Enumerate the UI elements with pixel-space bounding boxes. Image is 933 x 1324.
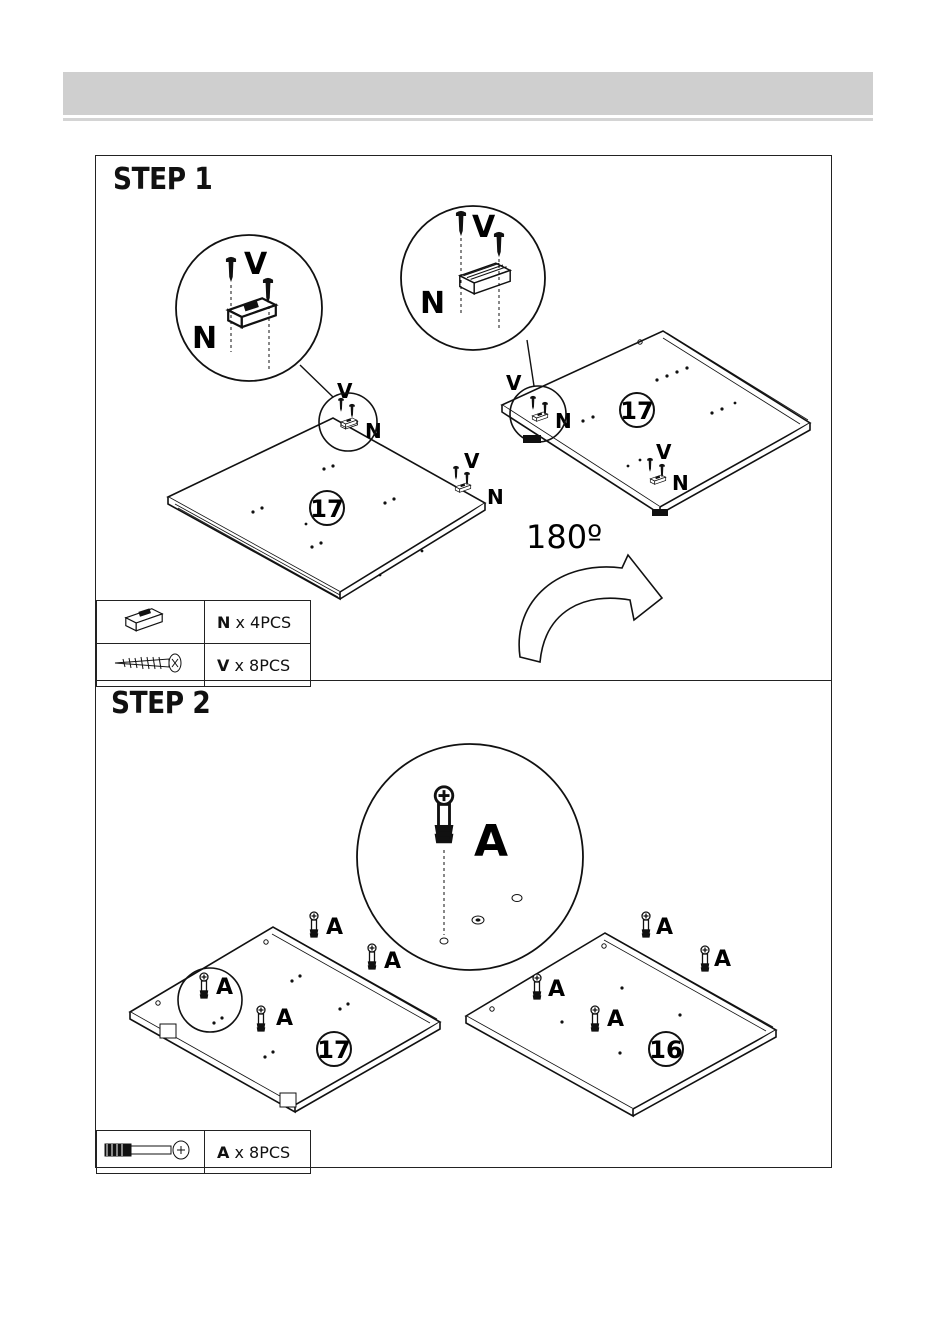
label-v: V [656, 440, 672, 464]
part-letter-v: V [217, 656, 229, 675]
parts-list-step1: N x 4PCS V x 8PCS [96, 600, 311, 687]
label-n: N [487, 485, 504, 509]
label-a: A [384, 949, 401, 974]
label-a: A [276, 1006, 293, 1031]
part-number-17-step2: 17 [317, 1036, 350, 1064]
part-number-17-right: 17 [620, 397, 653, 425]
part-number-17-left: 17 [310, 495, 343, 523]
label-n: N [365, 419, 382, 443]
parts-list-step2: A x 8PCS [96, 1130, 311, 1174]
label-a: A [216, 975, 233, 1000]
label-a-large: A [474, 816, 508, 867]
label-v: V [506, 371, 522, 395]
label-n-large: N [420, 286, 445, 321]
rotation-label: 180º [526, 518, 602, 556]
part-qty-v: x 8PCS [234, 656, 290, 675]
parts-row-bolt: A x 8PCS [97, 1131, 311, 1174]
label-a: A [714, 947, 731, 972]
label-v-large: V [472, 210, 496, 245]
label-a: A [326, 915, 343, 940]
parts-row-magnet: N x 4PCS [97, 601, 311, 644]
label-a: A [548, 977, 565, 1002]
detail-callout-bolt [357, 744, 583, 970]
screw-icon [97, 644, 205, 687]
label-n: N [555, 409, 572, 433]
label-v-large: V [244, 247, 268, 282]
label-a: A [607, 1007, 624, 1032]
label-n: N [672, 471, 689, 495]
magnet-catch-icon [97, 601, 205, 644]
cam-bolt-icon [97, 1131, 205, 1174]
rotate-180-arrow [519, 555, 662, 662]
part-letter-a: A [217, 1143, 229, 1162]
label-a: A [656, 915, 673, 940]
part-letter-n: N [217, 613, 230, 632]
label-n-large: N [192, 321, 217, 356]
board-right-step1 [502, 331, 810, 514]
part-qty-n: x 4PCS [235, 613, 291, 632]
label-v: V [464, 449, 480, 473]
part-qty-a: x 8PCS [234, 1143, 290, 1162]
label-v: V [337, 379, 353, 403]
parts-row-screw: V x 8PCS [97, 644, 311, 687]
part-number-16: 16 [649, 1036, 682, 1064]
